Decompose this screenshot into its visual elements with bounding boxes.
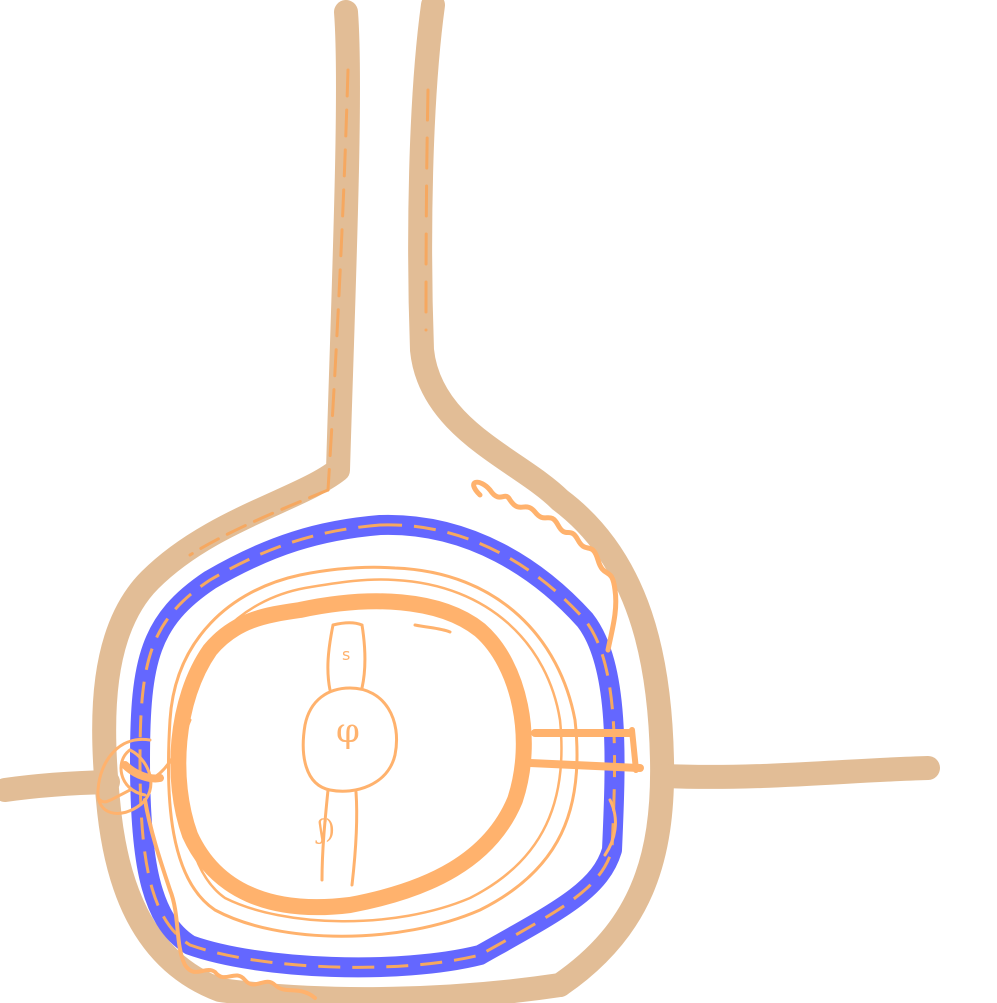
figure-lower-stem <box>320 788 359 887</box>
outline-right-path <box>408 0 675 997</box>
stem-dash-right <box>424 88 430 332</box>
right-connector-bottom <box>526 759 644 772</box>
orange-inner-ring <box>170 593 532 916</box>
thin-ring-outer <box>166 565 579 938</box>
inner-ring-tick <box>413 623 452 634</box>
stem-dash-left <box>326 68 350 492</box>
outline-left-path <box>92 0 572 1003</box>
figure-top-stem <box>326 621 367 692</box>
left-scribble-fill <box>121 761 164 783</box>
bulb-dash-upper-left <box>188 488 330 557</box>
blue-ring-dash <box>138 523 617 969</box>
horizontal-line-right <box>652 756 940 789</box>
figure-label-s: s <box>342 645 350 664</box>
thin-ring-inner <box>181 578 563 923</box>
figure-label-squiggle: ʃ) <box>315 815 335 845</box>
horizontal-line-left <box>0 770 120 802</box>
figure-body <box>301 686 398 793</box>
figure-label-phi: φ <box>336 711 360 751</box>
wavy-line-right <box>471 479 619 653</box>
wavy-line-bottom <box>143 798 317 1000</box>
right-squiggle <box>603 798 617 857</box>
right-connector-end <box>629 727 639 773</box>
